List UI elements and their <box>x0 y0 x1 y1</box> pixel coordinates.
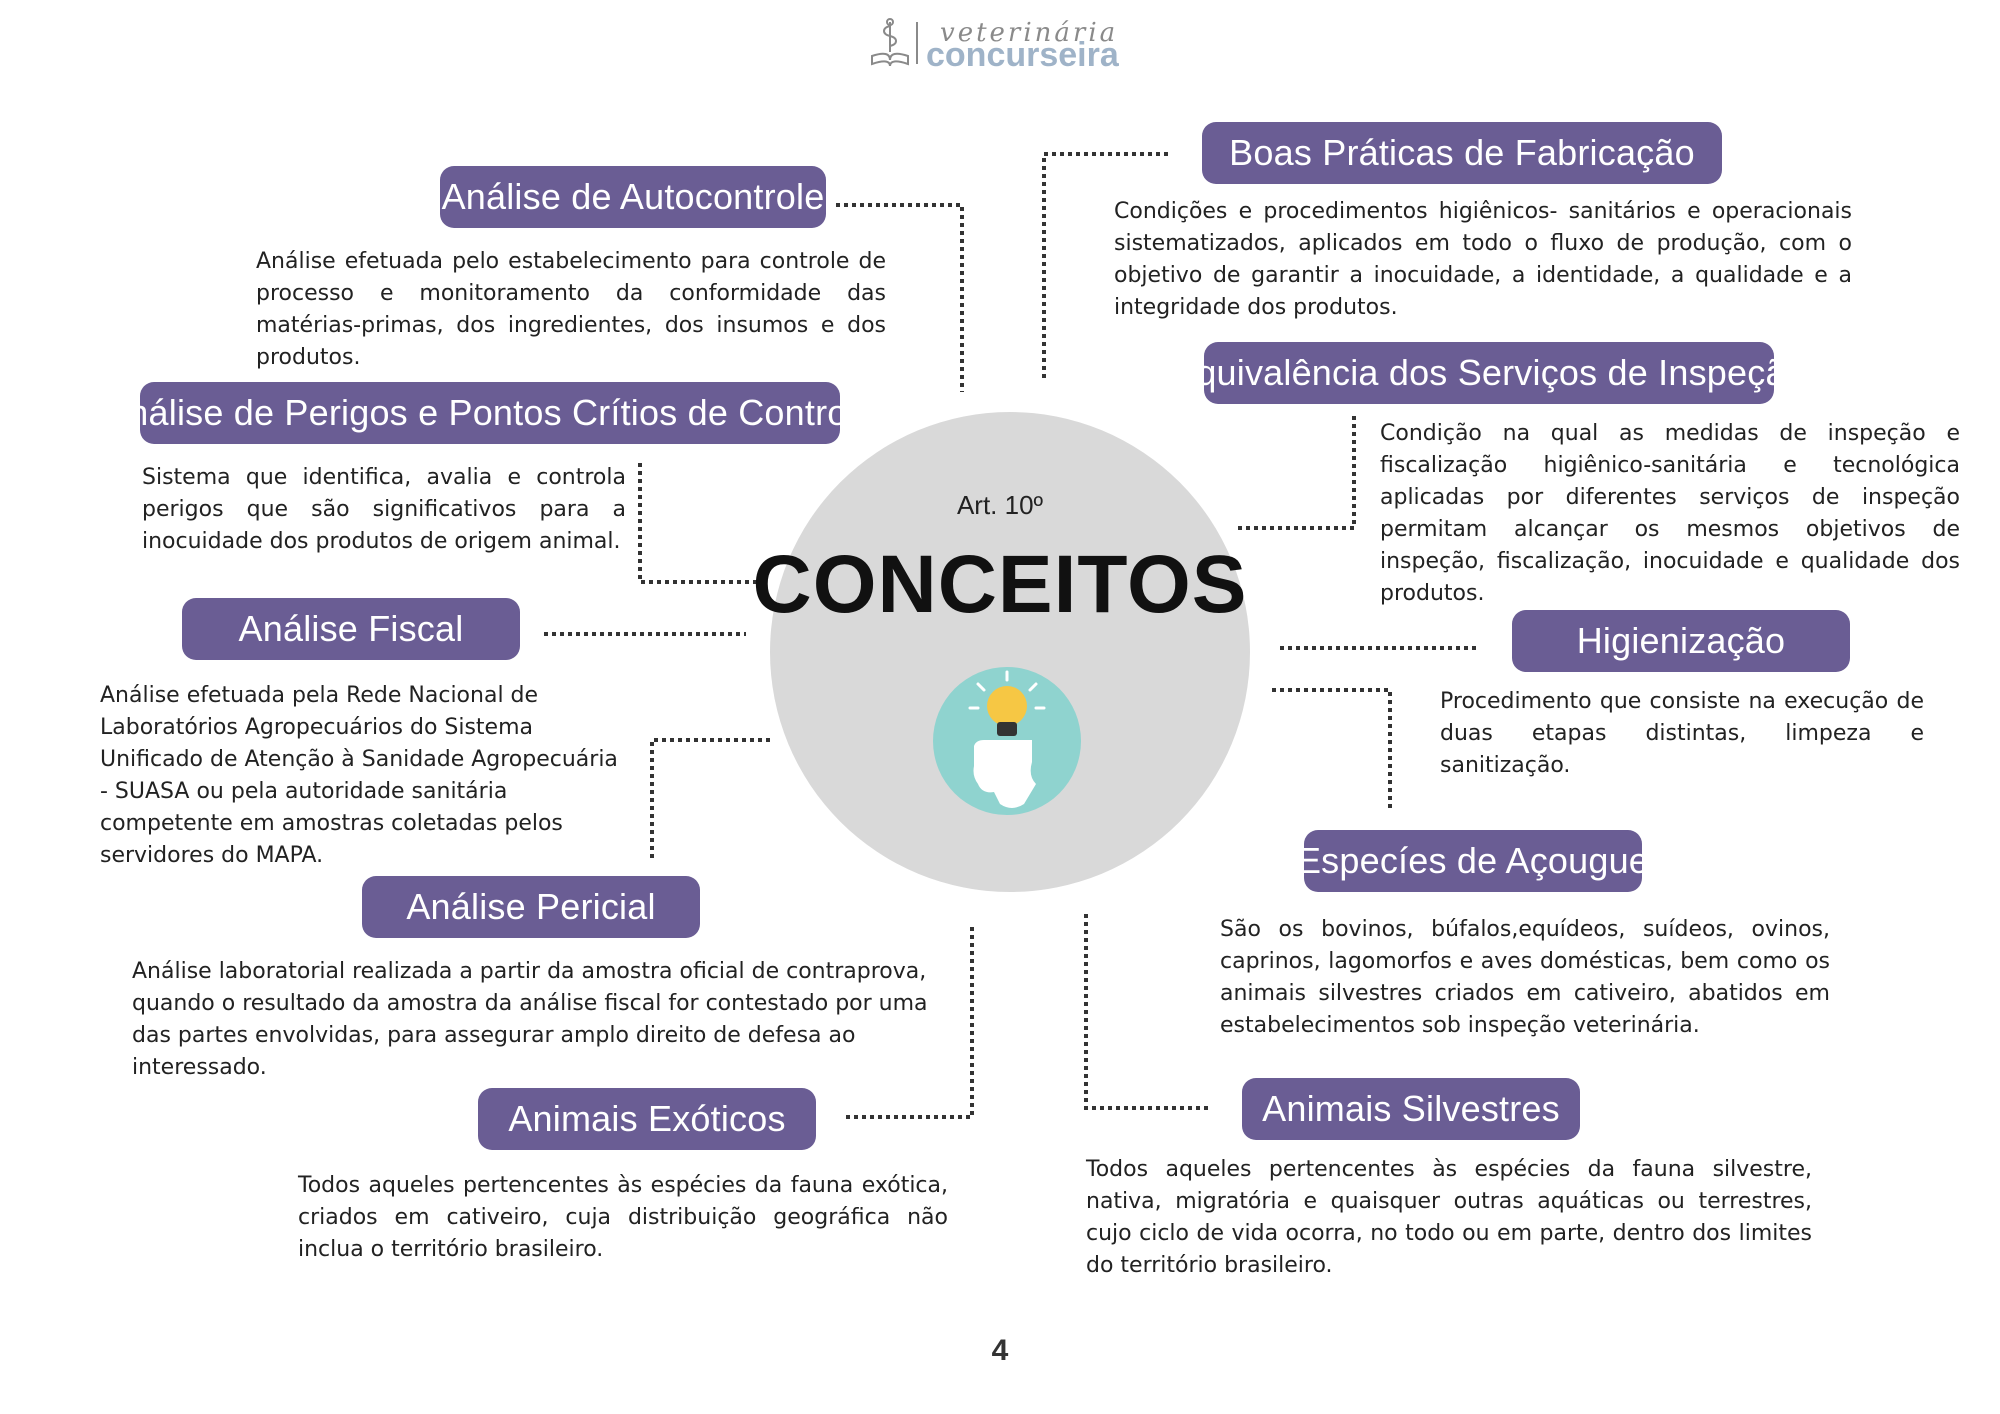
text-appcc: Sistema que identifica, avalia e control… <box>142 465 626 554</box>
text-autocontrole: Análise efetuada pelo estabelecimento pa… <box>256 249 886 370</box>
pill-pericial: Análise Pericial <box>362 876 700 938</box>
text-silvestres: Todos aqueles pertencentes às espécies d… <box>1086 1157 1812 1278</box>
center-circle <box>770 412 1250 892</box>
text-exoticos: Todos aqueles pertencentes às espécies d… <box>298 1173 948 1262</box>
pill-appcc: Análise de Perigos e Pontos Crítios de C… <box>104 382 876 444</box>
connector-exoticos <box>846 923 974 1119</box>
connector-autocontrole <box>836 203 964 392</box>
microscope-book-icon <box>871 18 909 67</box>
pill-bpf: Boas Práticas de Fabricação <box>1202 122 1722 184</box>
connector-bpf <box>1042 152 1168 380</box>
center-article: Art. 10º <box>956 490 1044 520</box>
pill-autocontrole: Análise de Autocontrole <box>440 166 826 228</box>
pill-fiscal: Análise Fiscal <box>182 598 520 660</box>
logo-divider <box>916 22 918 64</box>
pill-higienizacao: Higienização <box>1512 610 1850 672</box>
center-title: CONCEITOS <box>752 539 1248 630</box>
logo-line2: concurseira <box>926 36 1119 74</box>
connector-pericial <box>650 738 770 858</box>
pill-equivalencia: Equivalência dos Serviços de Inspeção <box>1172 342 1806 404</box>
connector-equivalencia <box>1238 414 1356 530</box>
logo-line1: veterinária <box>940 18 1119 48</box>
text-equivalencia: Condição na qual as medidas de inspeção … <box>1380 421 1960 606</box>
connector-silvestres <box>1084 914 1208 1110</box>
page-number: 4 <box>991 1334 1009 1367</box>
pill-silvestres: Animais Silvestres <box>1242 1078 1580 1140</box>
text-higienizacao: Procedimento que consiste na execução de… <box>1440 689 1924 778</box>
connector-acougue <box>1272 688 1392 808</box>
text-pericial: Análise laboratorial realizada a partir … <box>132 959 928 1080</box>
connector-appcc <box>638 463 762 584</box>
text-bpf: Condições e procedimentos higiênicos- sa… <box>1114 199 1852 320</box>
pill-exoticos: Animais Exóticos <box>478 1088 816 1150</box>
text-acougue: São os bovinos, búfalos,equídeos, suídeo… <box>1220 917 1830 1038</box>
lightbulb-head-icon <box>933 667 1081 815</box>
pill-acougue: Especíes de Açougue <box>1297 830 1649 892</box>
text-fiscal: Análise efetuada pela Rede Nacional de L… <box>100 683 618 868</box>
